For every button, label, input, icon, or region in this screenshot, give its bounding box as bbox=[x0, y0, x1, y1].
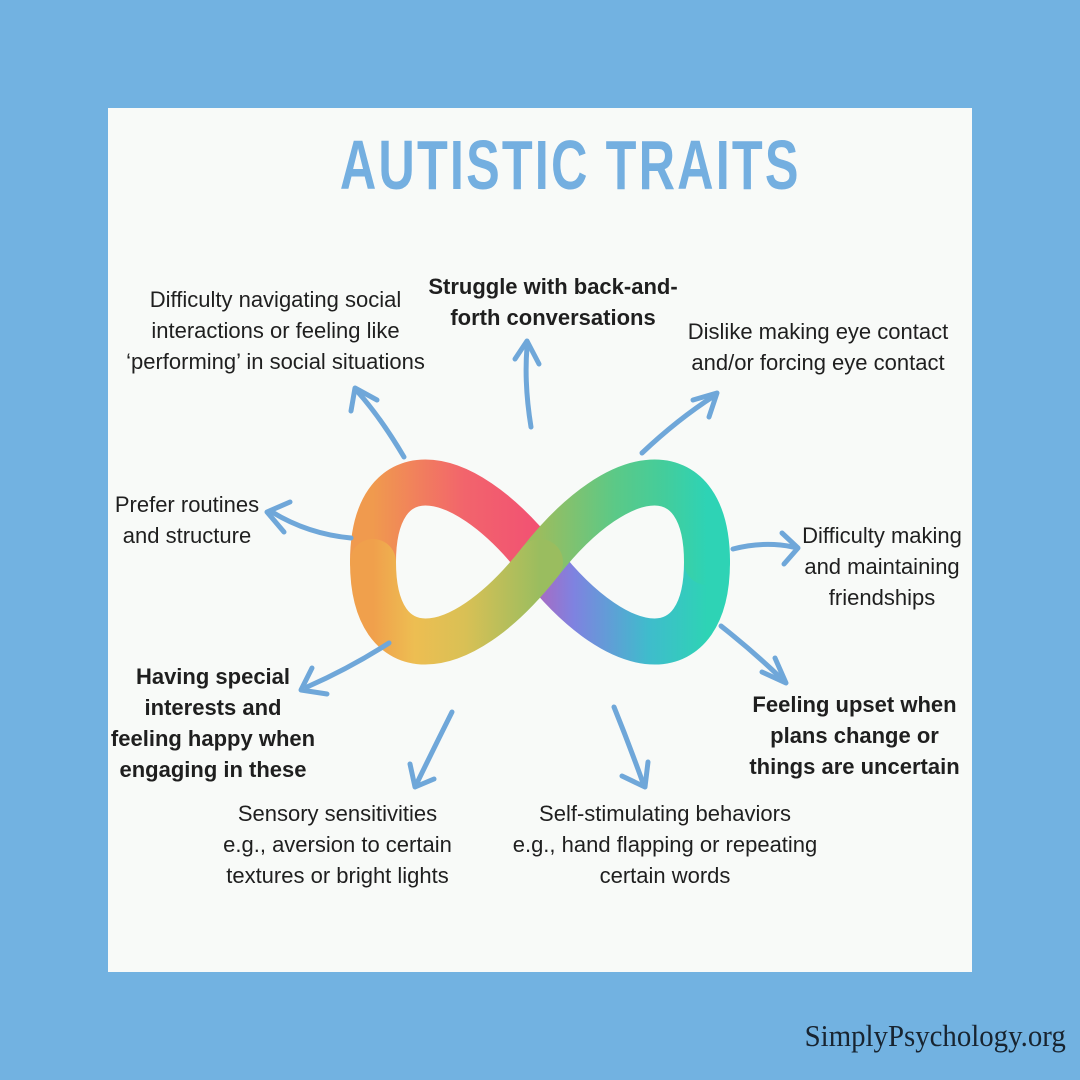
trait-conversations: Struggle with back-and-forth conversatio… bbox=[428, 274, 678, 330]
page-title: AUTISTIC TRAITS bbox=[339, 126, 801, 204]
watermark: SimplyPsychology.org bbox=[804, 1018, 1066, 1053]
rainbow-infinity-icon bbox=[350, 459, 730, 665]
